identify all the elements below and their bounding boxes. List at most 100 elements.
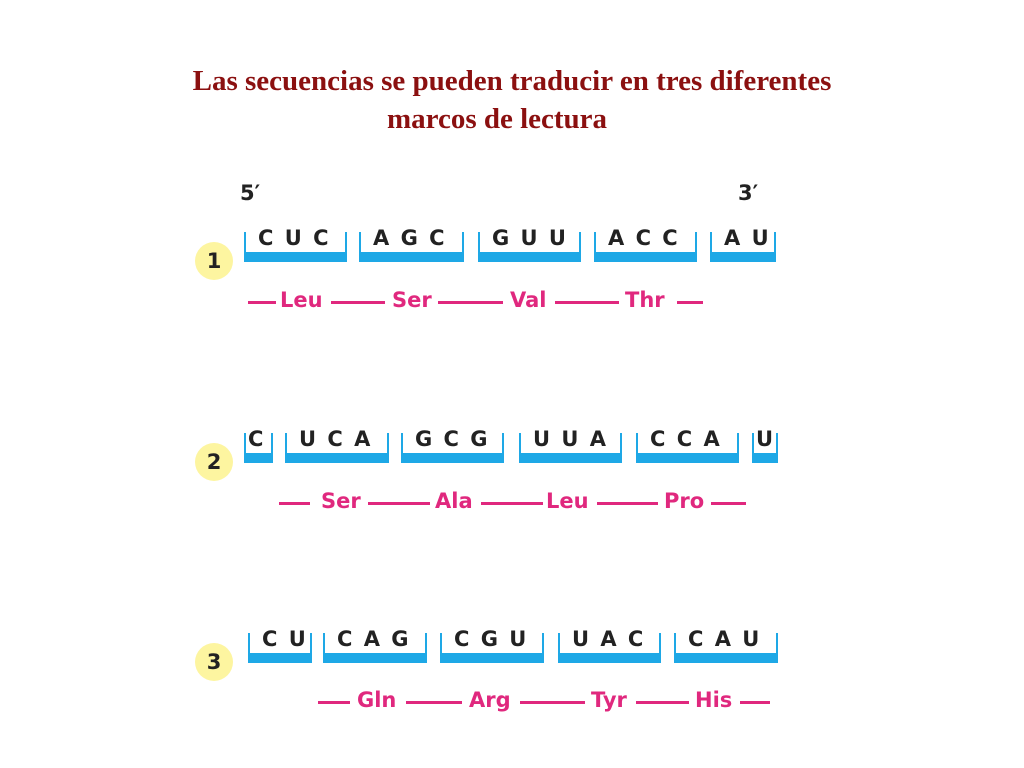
peptide-bond-dash — [555, 301, 619, 304]
amino-acid-label: Tyr — [591, 688, 627, 712]
codon-tick — [425, 633, 427, 663]
codon-segment: G C G — [401, 427, 504, 463]
codon-tick — [323, 633, 325, 663]
codon-sequence: C — [248, 427, 266, 451]
codon-tick — [519, 433, 521, 463]
codon-sequence: C C A — [650, 427, 722, 451]
rna-bar — [359, 252, 464, 262]
codon-segment: U — [752, 427, 778, 463]
peptide-bond-dash — [481, 502, 543, 505]
codon-segment: C U C — [244, 226, 347, 262]
codon-tick — [502, 433, 504, 463]
amino-acid-label: Gln — [357, 688, 397, 712]
codon-segment: C A G — [323, 627, 427, 663]
rna-bar — [478, 252, 581, 262]
codon-tick — [579, 232, 581, 262]
codon-segment: C U — [248, 627, 312, 663]
rna-bar — [594, 252, 697, 262]
codon-segment: U A C — [558, 627, 661, 663]
five-prime-label: 5′ — [240, 181, 261, 205]
codon-tick — [776, 433, 778, 463]
rna-bar — [401, 453, 504, 463]
rna-bar — [248, 653, 312, 663]
codon-tick — [674, 633, 676, 663]
codon-tick — [636, 433, 638, 463]
codon-segment: A U — [710, 226, 776, 262]
peptide-bond-dash — [318, 701, 350, 704]
codon-tick — [776, 633, 778, 663]
codon-tick — [285, 433, 287, 463]
codon-segment: C — [244, 427, 273, 463]
peptide-bond-dash — [677, 301, 703, 304]
codon-sequence: U — [756, 427, 776, 451]
codon-segment: G U U — [478, 226, 581, 262]
peptide-bond-dash — [520, 701, 585, 704]
codon-tick — [462, 232, 464, 262]
amino-acid-label: Val — [510, 288, 547, 312]
codon-segment: A G C — [359, 226, 464, 262]
codon-tick — [478, 232, 480, 262]
codon-sequence: A G C — [373, 226, 447, 250]
codon-sequence: A U — [724, 226, 771, 250]
codon-segment: C G U — [440, 627, 544, 663]
codon-tick — [248, 633, 250, 663]
codon-sequence: G U U — [492, 226, 568, 250]
frame-number-badge: 1 — [195, 242, 233, 280]
rna-bar — [323, 653, 427, 663]
codon-tick — [345, 232, 347, 262]
peptide-bond-dash — [248, 301, 276, 304]
codon-tick — [244, 232, 246, 262]
amino-acid-label: Leu — [546, 489, 589, 513]
codon-sequence: C A G — [337, 627, 411, 651]
rna-bar — [244, 252, 347, 262]
frame-number-badge: 3 — [195, 643, 233, 681]
codon-tick — [310, 633, 312, 663]
title-line-2: marcos de lectura — [386, 103, 608, 135]
amino-acid-label: His — [695, 688, 733, 712]
peptide-bond-dash — [331, 301, 385, 304]
peptide-bond-dash — [711, 502, 746, 505]
codon-tick — [401, 433, 403, 463]
rna-bar — [636, 453, 739, 463]
peptide-bond-dash — [740, 701, 770, 704]
codon-sequence: A C C — [608, 226, 680, 250]
codon-tick — [244, 433, 246, 463]
rna-bar — [558, 653, 661, 663]
codon-segment: C C A — [636, 427, 739, 463]
codon-sequence: U A C — [572, 627, 646, 651]
codon-tick — [659, 633, 661, 663]
codon-segment: U C A — [285, 427, 389, 463]
codon-segment: C A U — [674, 627, 778, 663]
peptide-bond-dash — [279, 502, 310, 505]
peptide-bond-dash — [406, 701, 462, 704]
codon-tick — [440, 633, 442, 663]
amino-acid-label: Thr — [625, 288, 665, 312]
rna-bar — [285, 453, 389, 463]
codon-tick — [359, 232, 361, 262]
codon-tick — [774, 232, 776, 262]
frame-number-badge: 2 — [195, 443, 233, 481]
codon-tick — [387, 433, 389, 463]
codon-segment: A C C — [594, 226, 697, 262]
peptide-bond-dash — [438, 301, 503, 304]
codon-segment: U U A — [519, 427, 622, 463]
codon-sequence: U U A — [533, 427, 608, 451]
amino-acid-label: Ser — [392, 288, 432, 312]
amino-acid-label: Ala — [435, 489, 473, 513]
peptide-bond-dash — [368, 502, 430, 505]
codon-tick — [752, 433, 754, 463]
codon-sequence: U C A — [299, 427, 373, 451]
amino-acid-label: Ser — [321, 489, 361, 513]
slide-title: Las secuencias se pueden traducir en tre… — [0, 62, 1024, 138]
rna-bar — [674, 653, 778, 663]
codon-sequence: C G U — [454, 627, 529, 651]
codon-tick — [594, 232, 596, 262]
codon-sequence: C A U — [688, 627, 762, 651]
three-prime-label: 3′ — [738, 181, 759, 205]
rna-bar — [519, 453, 622, 463]
peptide-bond-dash — [636, 701, 689, 704]
codon-tick — [737, 433, 739, 463]
